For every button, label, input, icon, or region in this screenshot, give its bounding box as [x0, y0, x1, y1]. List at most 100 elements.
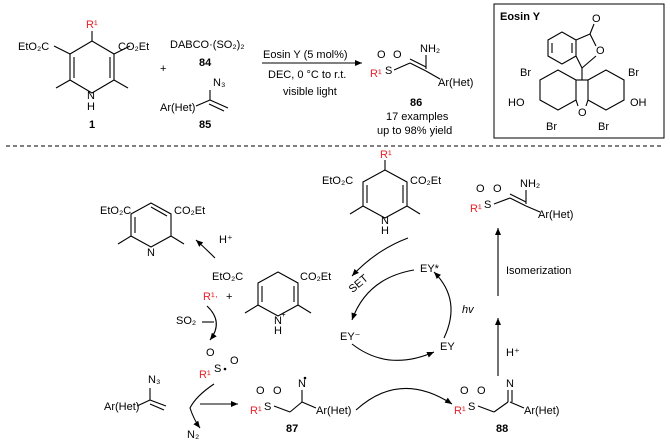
isomerization-label: Isomerization	[506, 265, 571, 277]
final-o2: O	[493, 183, 502, 195]
so2-text: SO₂	[176, 315, 196, 327]
r1-label: R¹	[86, 19, 98, 31]
pyridine-byproduct: EtO₂C CO₂Et N	[100, 202, 205, 259]
eosin-title: Eosin Y	[500, 11, 541, 23]
final-s: S	[484, 199, 491, 211]
eosin-ho: HO	[508, 97, 525, 109]
compound-84-label: 84	[199, 57, 212, 69]
sulfonyl-radical: R¹ S O O	[199, 347, 239, 381]
pyridine-ester-left: EtO₂C	[100, 205, 131, 217]
intermediate-87: R¹ S O O N Ar(Het) 87	[250, 376, 351, 435]
vinyl-azide-aryl: Ar(Het)	[104, 401, 139, 413]
int88-s: S	[468, 401, 475, 413]
compound-86-label: 86	[410, 97, 422, 109]
product-86: R¹ S O O NH₂ Ar(Het) 86 17 examples up t…	[370, 43, 473, 137]
int88-o1: O	[460, 385, 469, 397]
eosin-br-4: Br	[598, 121, 609, 133]
int87-aryl: Ar(Het)	[316, 405, 351, 417]
set-label: SET	[347, 272, 371, 295]
catalyst-text: Eosin Y (5 mol%)	[263, 49, 348, 61]
hv-label: hv	[462, 304, 475, 316]
reactant-1-dihydropyridine: R¹ EtO₂C CO₂Et N H 1	[18, 19, 149, 131]
final-r1: R¹	[470, 203, 482, 215]
int88-o2: O	[477, 385, 486, 397]
eosin-xanthene-o: O	[578, 107, 587, 119]
int87-s: S	[264, 401, 271, 413]
nh-h: H	[87, 101, 95, 113]
compound-85-label: 85	[199, 119, 211, 131]
final-aryl: Ar(Het)	[538, 209, 573, 221]
int87-r1: R¹	[250, 405, 262, 417]
ey-ground: EY	[440, 341, 455, 353]
eosin-br-2: Br	[628, 67, 639, 79]
hantzsch-n: N	[381, 215, 389, 227]
ey-excited: EY*	[420, 263, 440, 275]
product-o1: O	[377, 49, 386, 61]
int87-o1: O	[256, 385, 265, 397]
radical-r1: R¹·	[203, 291, 218, 303]
vinyl-azide-mechanism: N₃ Ar(Het) N₂	[104, 374, 238, 441]
n2-text: N₂	[187, 429, 199, 441]
eosin-carbonyl-o: O	[592, 13, 601, 25]
h-plus-left: H⁺	[219, 234, 233, 246]
final-o1: O	[476, 183, 485, 195]
examples-text: 17 examples	[386, 111, 449, 123]
reactant-vinyl-azide-85: N₃ Ar(Het) 85	[160, 77, 229, 131]
hantzsch-h: H	[381, 225, 389, 237]
sulfonyl-o2: O	[230, 355, 239, 367]
ester-right: CO₂Et	[118, 41, 149, 53]
cation-ester-right: CO₂Et	[300, 271, 331, 283]
hantzsch-r1: R¹	[380, 149, 392, 161]
radical-and-cation: R¹· + EtO₂C CO₂Et + N H	[203, 271, 331, 337]
proton-and-isomerization: H⁺ Isomerization	[495, 228, 571, 376]
azide-n3: N₃	[213, 77, 225, 89]
product-nh2: NH₂	[420, 43, 440, 55]
ester-left: EtO₂C	[18, 41, 49, 53]
dabco-so2-text: DABCO·(SO₂)₂	[170, 39, 245, 51]
eosin-y-box: Eosin Y O O O Br Br Br Br HO OH	[493, 3, 665, 139]
int88-n: N	[506, 378, 514, 390]
product-o2: O	[393, 49, 402, 61]
int88-r1: R¹	[454, 405, 466, 417]
int88-aryl: Ar(Het)	[524, 405, 559, 417]
sulfonyl-o1: O	[206, 347, 215, 359]
cation-charge: +	[281, 310, 286, 319]
product-aryl: Ar(Het)	[438, 77, 473, 89]
photocatalytic-cycle: SET EY* EY⁻ EY hv	[340, 237, 475, 411]
h-plus-right: H⁺	[506, 347, 520, 359]
sulfonyl-r1: R¹	[199, 369, 211, 381]
vinyl-azide-n3: N₃	[148, 374, 160, 386]
int87-o2: O	[273, 385, 282, 397]
plus-sign: +	[160, 63, 166, 75]
radical-plus: +	[226, 291, 232, 303]
ey-radical-anion: EY⁻	[340, 331, 361, 343]
eosin-br-1: Br	[520, 67, 531, 79]
product-s: S	[385, 65, 392, 77]
product-r1: R¹	[370, 68, 382, 80]
reagent-dabco-so2: DABCO·(SO₂)₂ 84	[170, 39, 245, 69]
eosin-oh: OH	[630, 97, 647, 109]
intermediate-88: R¹ S O O N Ar(Het) 88	[454, 378, 559, 435]
light-text: visible light	[283, 86, 337, 98]
hantzsch-ester-left: EtO₂C	[322, 175, 353, 187]
cation-h: H	[274, 325, 282, 337]
eosin-br-3: Br	[546, 121, 557, 133]
final-nh2: NH₂	[520, 178, 540, 190]
pyridine-ester-right: CO₂Et	[174, 205, 205, 217]
yield-text: up to 98% yield	[377, 125, 452, 137]
nh-n: N	[87, 90, 95, 102]
final-product: R¹ S O O NH₂ Ar(Het)	[470, 178, 573, 221]
eosin-lactone-o: O	[596, 45, 605, 57]
cation-n: N	[274, 315, 282, 327]
proton-loss-arrow: H⁺	[195, 234, 233, 259]
int87-n: N	[298, 378, 306, 390]
hantzsch-ester-right: CO₂Et	[410, 175, 441, 187]
so2-addition: SO₂	[176, 305, 217, 341]
azide-aryl: Ar(Het)	[160, 102, 195, 114]
solvent-temp-text: DEC, 0 °C to r.t.	[268, 69, 346, 81]
hantzsch-ester-top: R¹ EtO₂C CO₂Et N H	[322, 149, 441, 237]
conditions-arrow: Eosin Y (5 mol%) DEC, 0 °C to r.t. visib…	[262, 49, 362, 98]
compound-87-label: 87	[286, 423, 298, 435]
compound-1-label: 1	[89, 119, 95, 131]
